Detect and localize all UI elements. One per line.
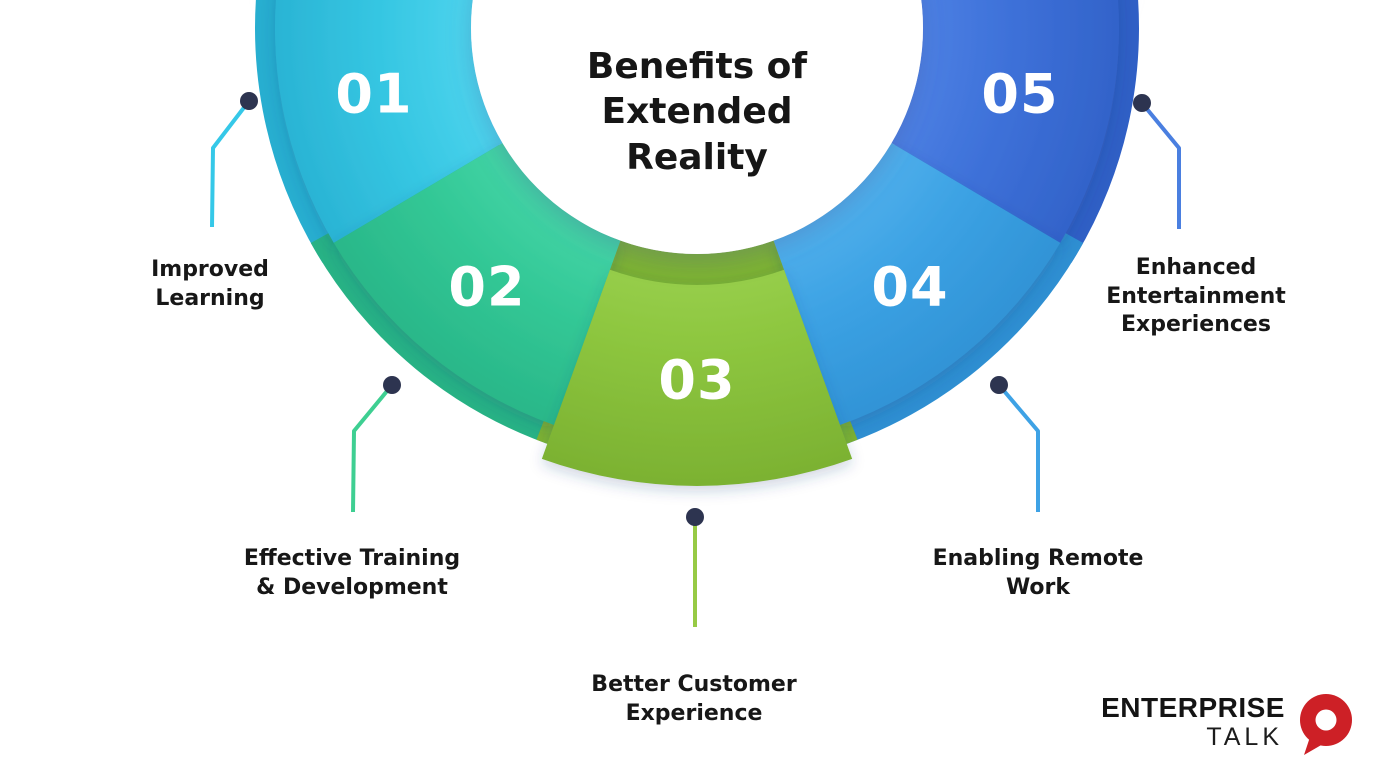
petal-4 [773,143,1061,426]
connector-line-enhanced-entertainment [1140,101,1181,229]
connector-dot-effective-training [383,376,401,394]
segment-label-enhanced-entertainment: Enhanced Entertainment Experiences [1106,255,1286,338]
chart-title: Benefits of Extended Reality [586,45,808,178]
segment-number-3: 03 [658,348,736,412]
segment-label-effective-training: Effective Training & Development [243,546,461,600]
segment-number-4: 04 [871,255,949,319]
title-circle [471,0,923,254]
petal-2 [333,143,621,426]
segment-number-1: 01 [335,62,413,126]
connector-dot-improved-learning [240,92,258,110]
petal-3 [541,269,853,486]
segment-label-enabling-remote: Enabling Remote Work [932,546,1144,600]
connector-dot-better-customer [686,508,704,526]
segment-label-better-customer: Better Customer Experience [591,672,797,726]
segment-number-5: 05 [981,62,1059,126]
connector-dot-enabling-remote [990,376,1008,394]
logo-enterprise-text: ENTERPRISE [1101,692,1285,723]
petal-1 [275,0,503,243]
segment-number-2: 02 [448,255,526,319]
connector-line-improved-learning [210,99,251,228]
enterprisetalk-logo: ENTERPRISE TALK [1101,693,1356,759]
connector-dot-enhanced-entertainment [1133,94,1151,112]
petal-5 [891,0,1119,243]
logo-speech-bubble-icon [1300,694,1352,755]
connector-line-effective-training [351,383,394,513]
logo-talk-text: TALK [1206,723,1283,752]
fan-petals [255,0,1139,486]
segment-label-improved-learning: Improved Learning [151,257,269,311]
connector-line-enabling-remote [997,383,1040,512]
